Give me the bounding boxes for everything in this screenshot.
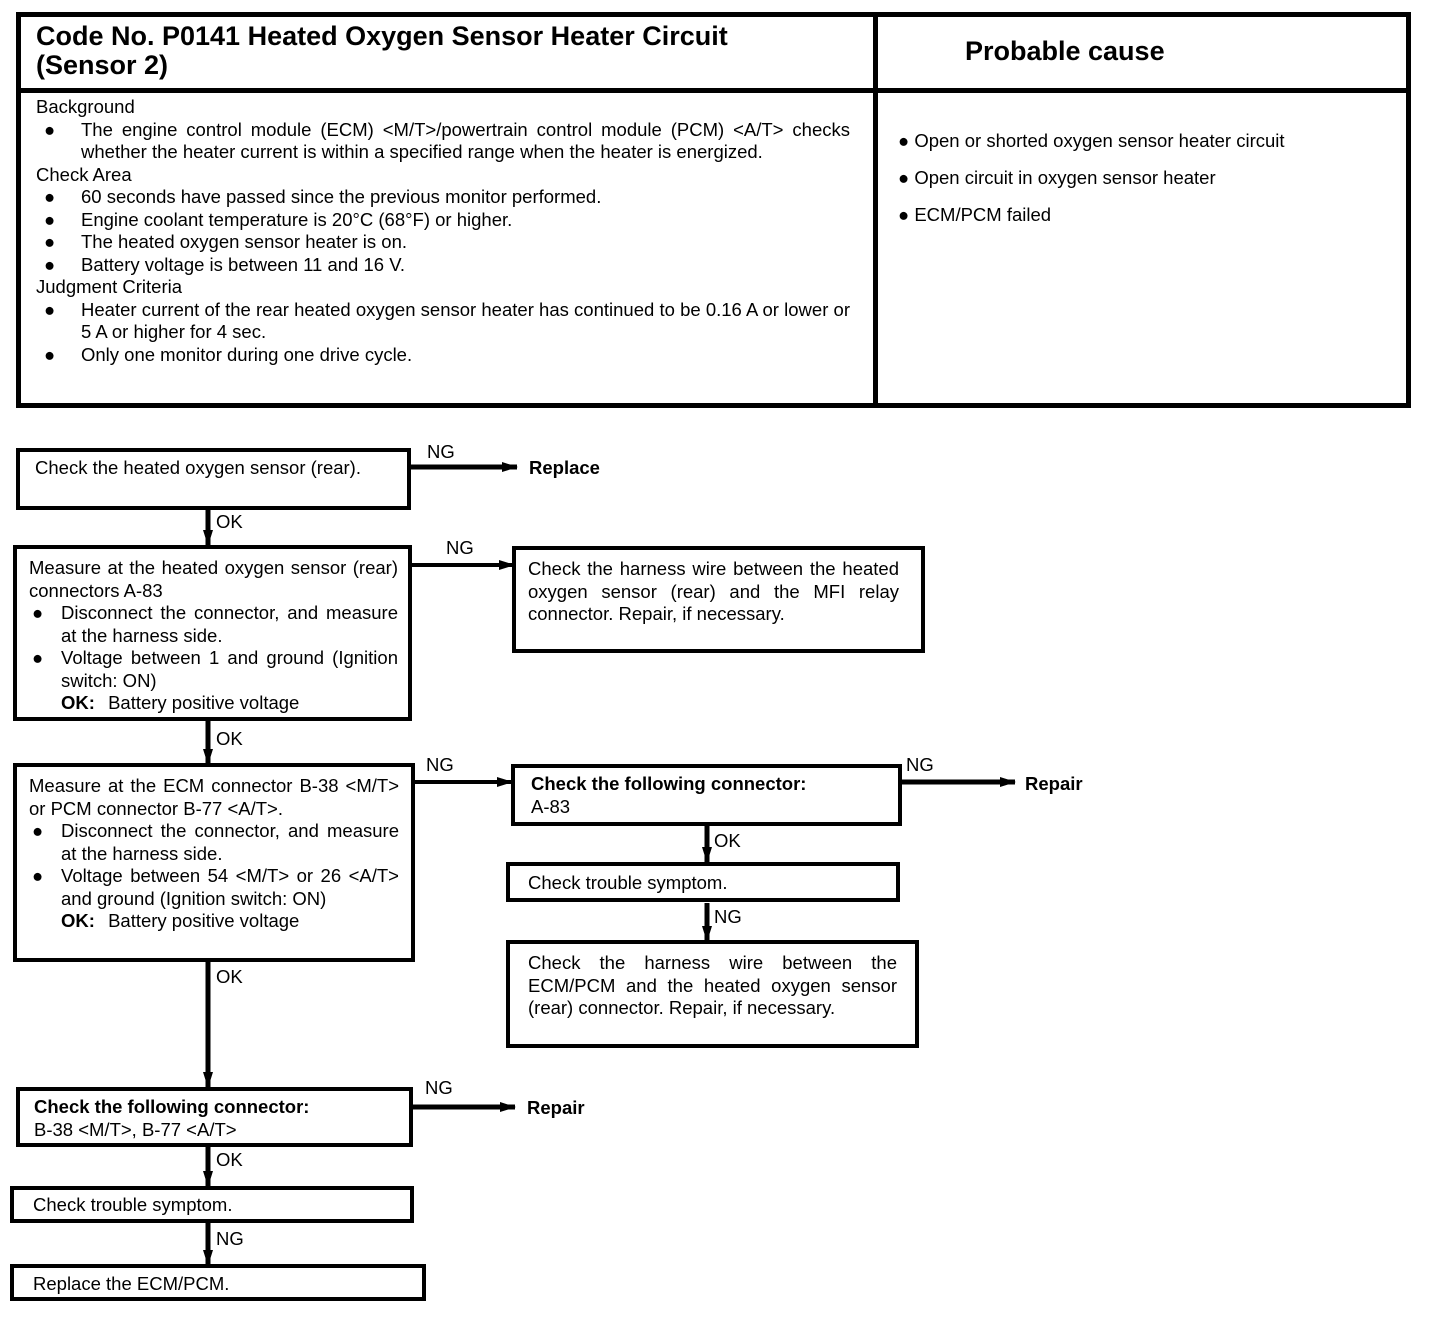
code-title-line2: (Sensor 2) [36,50,169,80]
ok-label: OK [714,830,741,851]
judgment-item: ● Only one monitor during one drive cycl… [44,343,413,365]
bullet-icon: ● [44,231,56,252]
ng-label: NG [425,1077,453,1098]
check-area-heading: Check Area [36,163,132,185]
check-area-item: ● Battery voltage is between 11 and 16 V… [44,253,405,275]
step-measure-ecm-connector: Measure at the ECM connector B-38 <M/T> … [13,763,415,962]
bullet-icon: ● [898,204,910,225]
ng-label: NG [906,754,934,775]
bullet-icon: ● [44,343,56,365]
ok-label: OK [216,511,243,532]
bullet-icon: ● [44,186,56,207]
description-cell: Background ● The engine control module (… [36,96,850,366]
step-title: Measure at the ECM connector B-38 <M/T> … [29,775,399,819]
ok-criteria: OK: Battery positive voltage [61,910,300,931]
step-title: Measure at the heated oxygen sensor (rea… [29,557,398,601]
step-item: ● Voltage between 54 <M/T> or 26 <A/T> a… [32,865,399,909]
probable-cause-list: ● Open or shorted oxygen sensor heater c… [898,130,1398,241]
connector-id: B-38 <M/T>, B-77 <A/T> [34,1118,237,1140]
step-check-connector-b38: Check the following connector: B-38 <M/T… [16,1087,413,1147]
bullet-icon: ● [44,118,56,140]
ok-criteria: OK: Battery positive voltage [61,692,300,713]
step-replace-ecm: Replace the ECM/PCM. [10,1264,426,1301]
ng-label: NG [714,906,742,927]
check-area-item: ● Engine coolant temperature is 20°C (68… [44,208,513,230]
step-check-connector-a83: Check the following connector: A-83 [511,764,902,826]
judgment-heading: Judgment Criteria [36,276,183,297]
step-check-harness-ecm: Check the harness wire between the ECM/P… [506,940,919,1048]
bullet-icon: ● [32,647,44,668]
bullet-icon: ● [44,253,56,275]
bullet-icon: ● [32,820,44,841]
background-item: ● The engine control module (ECM) <M/T>/… [44,118,850,163]
step-measure-sensor-connector: Measure at the heated oxygen sensor (rea… [13,545,412,721]
step-check-trouble-symptom: Check trouble symptom. [10,1186,414,1223]
ng-label: NG [446,537,474,558]
probable-cause-item: ● ECM/PCM failed [898,204,1052,225]
ng-label: NG [426,754,454,775]
bullet-icon: ● [44,208,56,230]
judgment-item: ● Heater current of the rear heated oxyg… [44,298,850,343]
result-replace: Replace [529,457,600,478]
step-item: ● Disconnect the connector, and measure … [32,820,399,864]
code-title: Code No. P0141 Heated Oxygen Sensor Heat… [36,22,866,80]
step-title: Check the following connector: [34,1096,310,1117]
bullet-icon: ● [898,130,910,151]
step-item: ● Disconnect the connector, and measure … [32,602,398,646]
table-header-divider [16,88,1411,93]
bullet-icon: ● [44,298,56,320]
step-check-harness-mfi: Check the harness wire between the heate… [512,546,925,653]
step-item: ● Voltage between 1 and ground (Ignition… [32,647,398,691]
check-area-item: ● 60 seconds have passed since the previ… [44,186,602,207]
background-heading: Background [36,96,135,117]
ok-label: OK [216,1149,243,1170]
table-column-divider [873,12,878,408]
ng-label: NG [427,441,455,462]
result-repair: Repair [1025,773,1083,794]
ng-label: NG [216,1228,244,1249]
probable-cause-title: Probable cause [965,36,1165,66]
check-area-item: ● The heated oxygen sensor heater is on. [44,231,408,252]
bullet-icon: ● [32,865,44,886]
bullet-icon: ● [32,602,44,623]
probable-cause-item: ● Open or shorted oxygen sensor heater c… [898,130,1285,151]
connector-id: A-83 [531,795,571,817]
ok-label: OK [216,966,243,987]
step-title: Check the following connector: [531,773,807,794]
bullet-icon: ● [898,167,910,188]
info-table [16,12,1411,408]
ok-label: OK [216,728,243,749]
step-check-trouble-symptom-right: Check trouble symptom. [506,862,900,902]
step-check-sensor: Check the heated oxygen sensor (rear). [16,448,411,510]
result-repair: Repair [527,1097,585,1118]
probable-cause-item: ● Open circuit in oxygen sensor heater [898,167,1216,188]
code-title-line1: Code No. P0141 Heated Oxygen Sensor Heat… [36,21,728,51]
